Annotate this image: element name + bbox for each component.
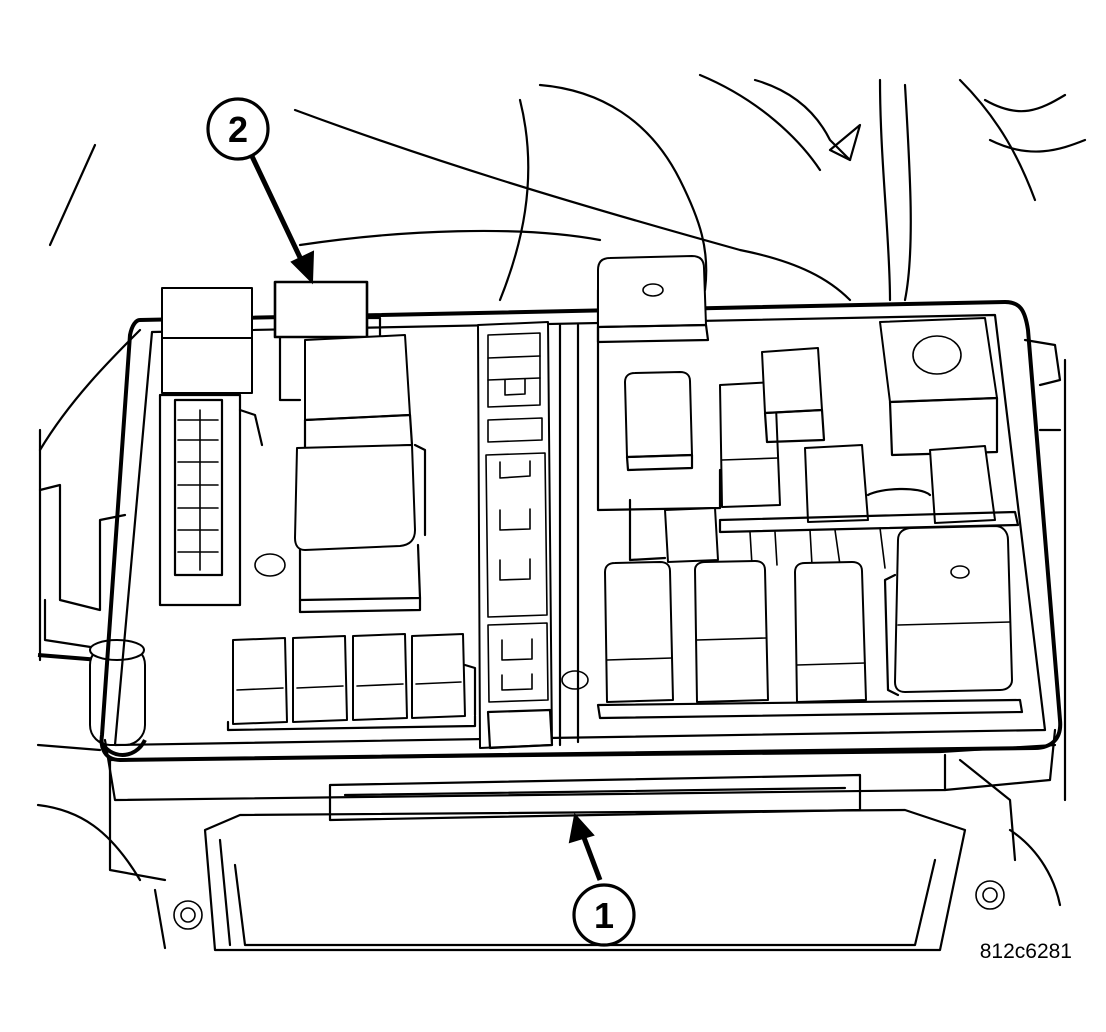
callout-2-arrow bbox=[247, 150, 315, 285]
left-top-connector bbox=[158, 287, 264, 607]
callout-1: 1 bbox=[572, 883, 636, 947]
left-bracket bbox=[37, 483, 167, 882]
right-section bbox=[558, 255, 1024, 747]
background-wiring bbox=[36, 73, 1087, 907]
figure-reference: 812c6281 bbox=[980, 940, 1072, 963]
left-relays bbox=[254, 334, 427, 614]
callout-2-label: 2 bbox=[228, 109, 248, 150]
callout-1-label: 1 bbox=[594, 895, 614, 936]
center-fuse-strip bbox=[477, 321, 589, 750]
callout-1-arrow bbox=[568, 812, 603, 881]
fuse-box-housing bbox=[99, 300, 1063, 762]
target-connector-2 bbox=[273, 280, 382, 402]
lower-left-relays bbox=[226, 633, 477, 732]
callout-2: 2 bbox=[206, 97, 270, 161]
